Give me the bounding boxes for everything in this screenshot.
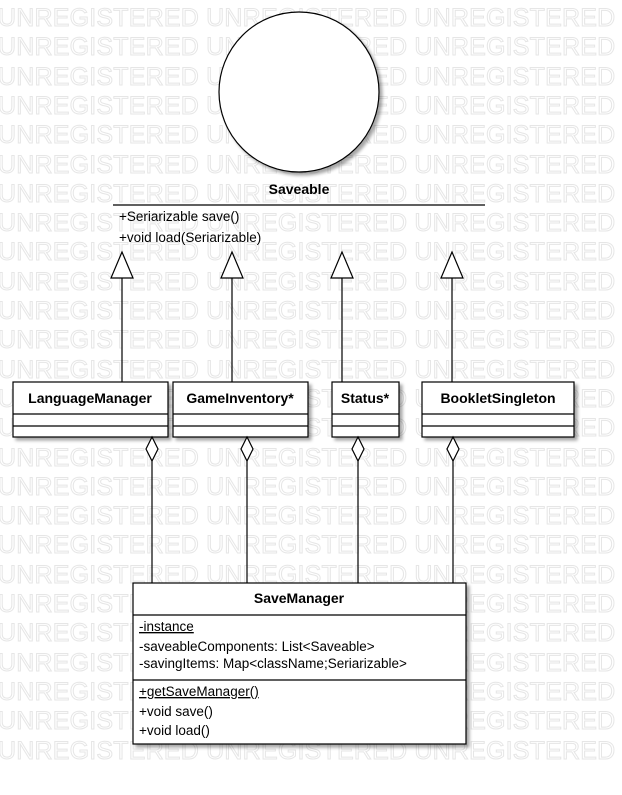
hollow-triangle-icon [330,250,354,279]
class-name: BookletSingleton [440,390,555,406]
attribute-static: -instance [139,619,194,634]
class-game-inventory[interactable] [172,381,309,438]
class-booklet-singleton[interactable] [421,381,575,438]
operation: +void save() [139,704,213,719]
aggregation-status [351,435,365,583]
realization-arrow-language-manager [110,250,134,382]
hollow-diamond-icon [240,435,254,463]
interface-operation: +Seriarizable save() [119,209,239,224]
class-name: GameInventory* [186,390,294,406]
hollow-triangle-icon [220,250,244,279]
hollow-diamond-icon [446,435,460,463]
realization-arrow-game-inventory [220,250,244,382]
interface-name: Saveable [269,181,330,197]
aggregation-game-inventory [240,435,254,583]
aggregation-language-manager [145,435,159,583]
operation-static: +getSaveManager() [139,684,259,699]
hollow-triangle-icon [440,250,464,279]
interface-circle-icon [218,11,380,173]
attribute: -saveableComponents: List<Saveable> [139,639,375,654]
operation: +void load() [139,723,210,738]
attribute: -savingItems: Map<className;Seriarizable… [139,656,407,671]
hollow-triangle-icon [110,250,134,279]
hollow-diamond-icon [351,435,365,463]
realization-arrows [110,250,464,382]
hollow-diamond-icon [145,435,159,463]
class-name: SaveManager [254,590,345,606]
class-status[interactable] [331,381,400,438]
realization-arrow-status [330,250,354,382]
aggregation-booklet-singleton [446,435,460,583]
realization-arrow-booklet-singleton [440,250,464,382]
class-save-manager[interactable] [132,582,467,745]
class-name: LanguageManager [28,390,152,406]
saveable-interface[interactable]: Saveable +Seriarizable save() +void load… [113,11,485,245]
class-name: Status* [341,390,390,406]
class-language-manager[interactable] [12,381,169,438]
interface-operation: +void load(Seriarizable) [119,230,261,245]
aggregation-connectors [145,435,460,583]
